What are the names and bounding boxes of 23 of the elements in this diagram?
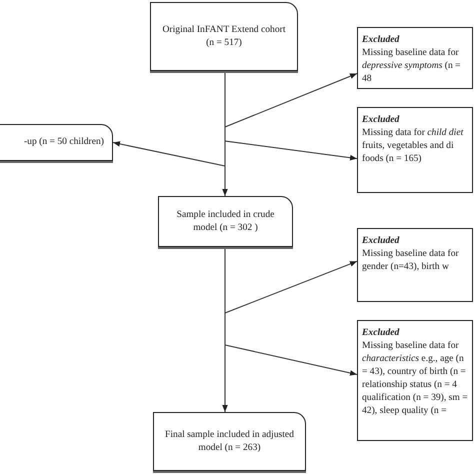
process-box: [158, 196, 293, 247]
arrow: [112, 70, 226, 167]
process-box: [150, 2, 298, 71]
box-heading: Excluded: [362, 327, 400, 340]
box-text: Original InFANT Extend cohort (n = 517): [161, 24, 286, 50]
exclusion-box: [357, 27, 473, 89]
box-heading: Excluded: [362, 114, 400, 127]
arrow: [224, 246, 358, 376]
box-text: Missing baseline data for depressive symptoms (n = 48: [362, 46, 462, 86]
arrow: [224, 70, 358, 128]
box-heading: Excluded: [362, 235, 400, 248]
box-text: Missing baseline data for gender (n=43), birth w: [362, 248, 460, 274]
exclusion-box: [357, 320, 473, 441]
box-text: Final sample included in adjusted model (n = 263): [164, 428, 295, 454]
box-text: Sample included in crude model (n = 302 ): [176, 208, 276, 234]
box-text: -up (n = 50 children): [22, 136, 104, 149]
process-box: [153, 412, 306, 471]
box-text: Missing baseline data for characteristics e.g., age (n = 43), country of birth (n = relationship status (n = 4 qualification (n = 39), sm = 42), sleep quality (n =: [362, 340, 469, 418]
box-heading: Excluded: [362, 34, 400, 47]
box-text: Missing data for child diet fruits, vegetables and di foods (n = 165): [362, 126, 464, 166]
exclusion-box: [357, 107, 473, 193]
exclusion-box: [357, 228, 473, 302]
process-box: [0, 124, 113, 161]
